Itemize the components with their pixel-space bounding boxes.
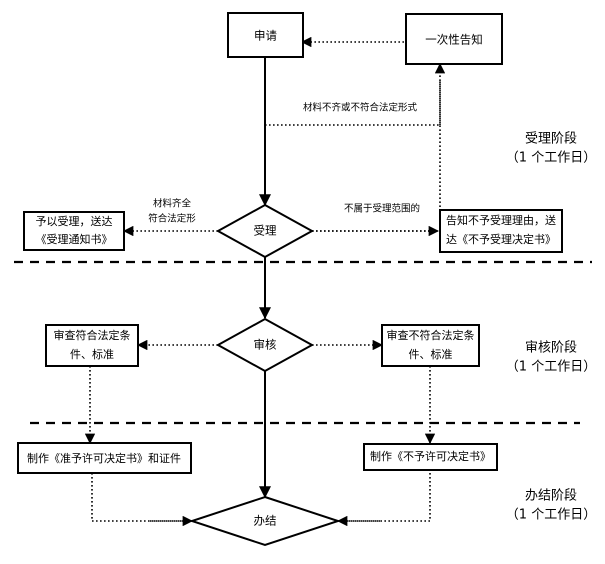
node-review-fail-line1: 审查不符合法定条 [387, 328, 475, 342]
node-review-fail-line2: 件、标准 [409, 347, 453, 361]
edge-label-materials-complete-line1: 材料齐全 [153, 198, 192, 210]
node-make-permit[interactable]: 制作《准予许可决定书》和证件 [17, 442, 192, 474]
node-review-decision[interactable]: 审核 [215, 317, 315, 373]
node-accept-decision-label: 受理 [254, 224, 277, 238]
node-accept-no-line1: 告知不予受理理由，送 [446, 213, 556, 227]
node-accept-yes[interactable]: 予以受理，送达 《受理通知书》 [23, 211, 125, 251]
stage-completion-duration: （1 个工作日） [506, 508, 596, 523]
edge-permit-to-complete-path [91, 473, 185, 522]
node-complete-label: 办结 [254, 514, 277, 528]
node-accept-yes-line2: 《受理通知书》 [36, 232, 113, 246]
node-application[interactable]: 申请 [227, 12, 304, 58]
stage-completion-name: 办结阶段 [525, 489, 577, 504]
stage-label-completion: 办结阶段 （1 个工作日） [506, 489, 596, 523]
stage-acceptance-name: 受理阶段 [525, 132, 577, 147]
node-make-refusal-label: 制作《不予许可决定书》 [370, 449, 491, 463]
node-review-pass-line1: 审查符合法定条 [54, 328, 131, 342]
edge-label-materials-complete-line2: 符合法定形 [148, 213, 196, 225]
node-review-decision-label: 审核 [254, 338, 277, 352]
node-accept-no-line2: 达《不予受理决定书》 [446, 232, 556, 246]
stage-label-acceptance: 受理阶段 （1 个工作日） [506, 132, 596, 166]
node-complete[interactable]: 办结 [188, 495, 342, 547]
node-application-label: 申请 [254, 29, 277, 43]
node-make-refusal[interactable]: 制作《不予许可决定书》 [363, 443, 498, 471]
edge-refusal-to-complete-path [345, 473, 431, 522]
node-accept-yes-line1: 予以受理，送达 [36, 214, 113, 228]
node-make-permit-label: 制作《准予许可决定书》和证件 [27, 451, 181, 465]
node-one-time-notice-label: 一次性告知 [425, 33, 483, 47]
node-review-pass[interactable]: 审查符合法定条 件、标准 [45, 324, 139, 367]
edge-label-incomplete-materials: 材料不齐或不符合法定形式 [303, 102, 418, 114]
node-accept-decision[interactable]: 受理 [215, 203, 315, 259]
stage-review-name: 审核阶段 [525, 341, 577, 356]
node-one-time-notice[interactable]: 一次性告知 [405, 13, 503, 65]
stage-acceptance-duration: （1 个工作日） [506, 151, 596, 166]
node-review-pass-line2: 件、标准 [70, 347, 114, 361]
stage-review-duration: （1 个工作日） [506, 360, 596, 375]
stage-label-review: 审核阶段 （1 个工作日） [506, 341, 596, 375]
node-review-fail[interactable]: 审查不符合法定条 件、标准 [381, 324, 480, 367]
edge-label-out-of-scope: 不属于受理范围的 [344, 203, 420, 215]
node-accept-no[interactable]: 告知不予受理理由，送 达《不予受理决定书》 [439, 209, 563, 253]
